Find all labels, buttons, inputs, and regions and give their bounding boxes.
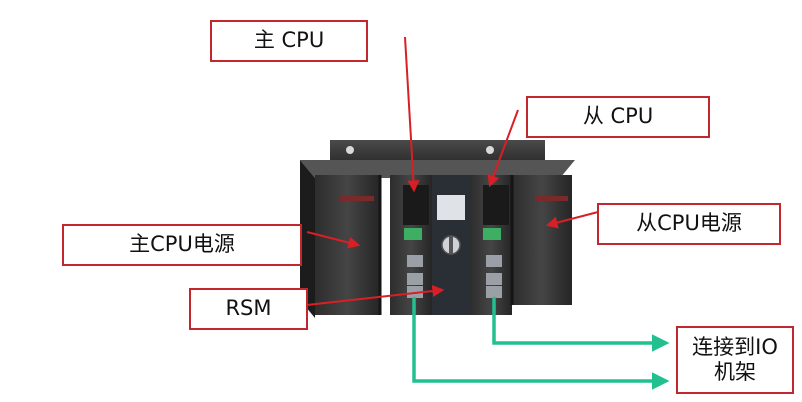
connect-to-io-line2: 机架 (714, 360, 756, 384)
standby-cpu-power-label: 从CPU电源 (597, 203, 781, 245)
main-cpu-arrow (404, 36, 420, 193)
standby-cpu-arrow (487, 109, 519, 188)
standby-power-module (512, 175, 572, 305)
standby-cpu-power-arrow (545, 211, 599, 229)
rsm-arrow (306, 285, 445, 306)
plc-rack (300, 140, 575, 318)
rsm-label: RSM (189, 288, 308, 330)
pointer-arrows (306, 36, 599, 306)
main-cpu-power-arrow (306, 231, 361, 249)
main-cpu-power-label: 主CPU电源 (62, 224, 302, 266)
io-link-standby (492, 297, 670, 352)
io-link-arrows (412, 297, 670, 390)
standby-cpu-label: 从 CPU (526, 96, 710, 138)
io-link-main (412, 297, 670, 390)
connect-to-io-label: 连接到IO 机架 (676, 326, 794, 394)
main-cpu-label: 主 CPU (210, 20, 368, 62)
connect-to-io-line1: 连接到IO (692, 334, 778, 359)
